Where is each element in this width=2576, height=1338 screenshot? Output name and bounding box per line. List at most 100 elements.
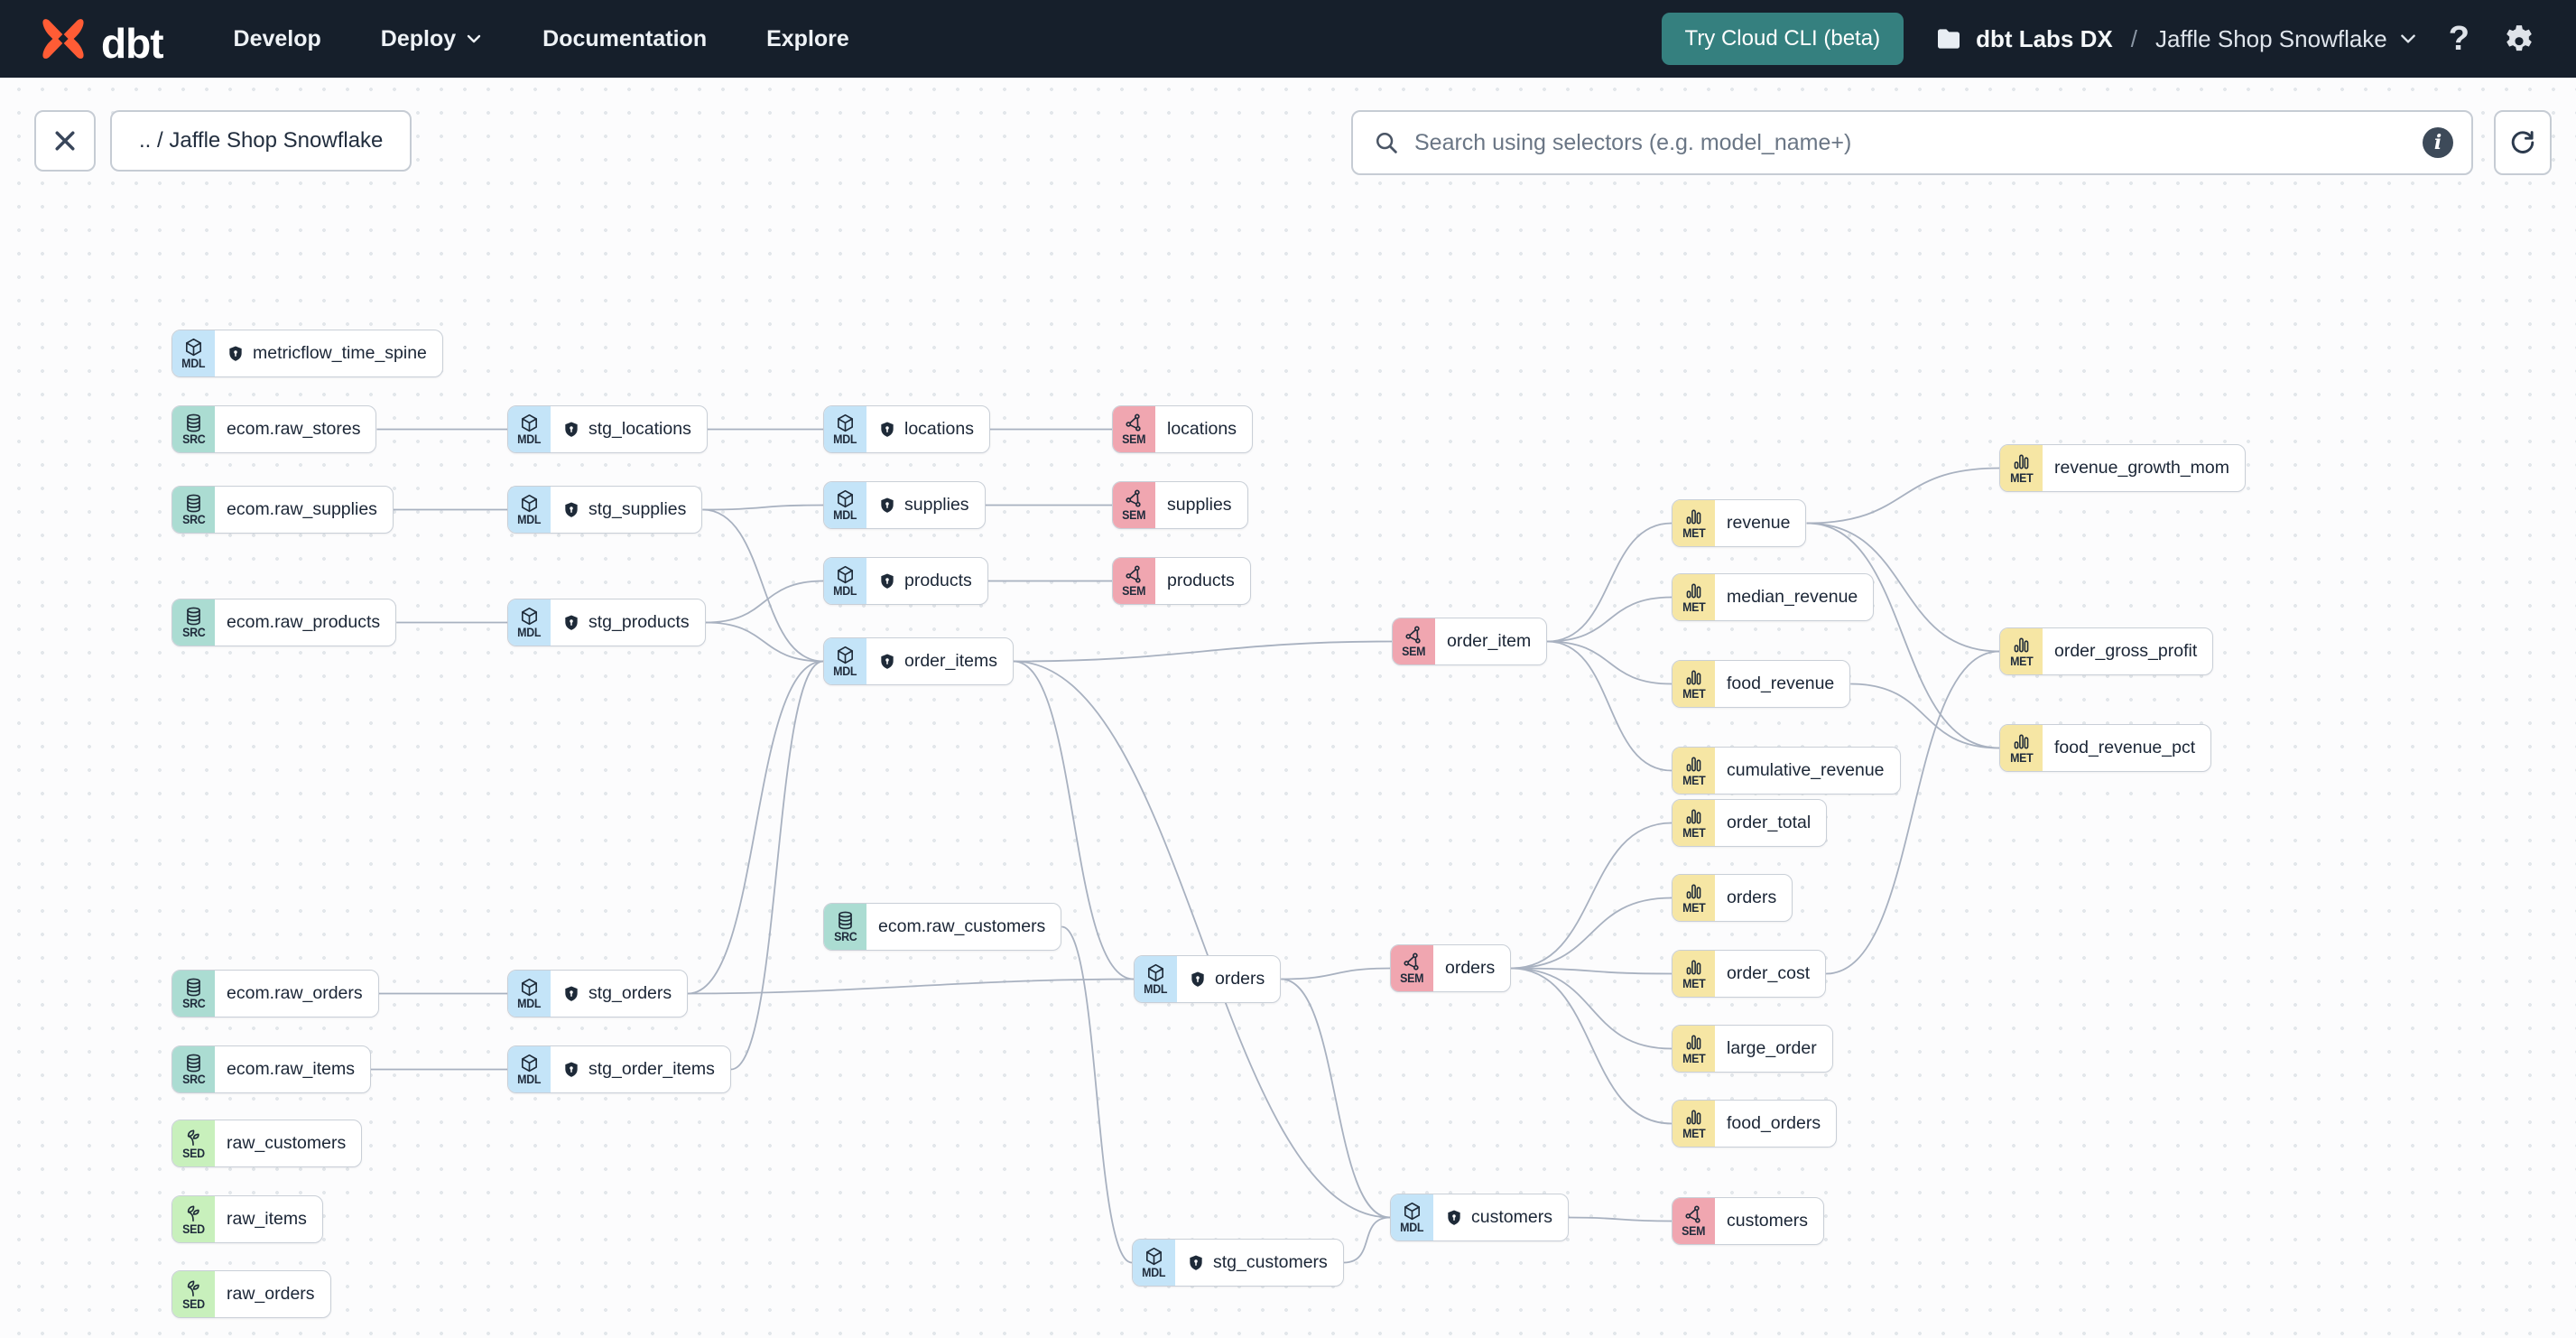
node-food_revenue[interactable]: MET food_revenue <box>1672 660 1851 708</box>
project-selector[interactable]: Jaffle Shop Snowflake <box>2155 25 2418 53</box>
node-orders_sem[interactable]: SEM orders <box>1390 944 1512 992</box>
node-products[interactable]: MDL products <box>823 557 988 605</box>
node-type-badge: SED <box>172 1120 215 1166</box>
database-icon <box>183 493 204 514</box>
node-type-badge: MDL <box>508 406 551 452</box>
node-stg_products[interactable]: MDL stg_products <box>507 599 706 646</box>
nav-link-develop[interactable]: Develop <box>233 25 321 51</box>
database-icon <box>183 606 204 627</box>
node-locations_sem[interactable]: SEM locations <box>1112 405 1253 453</box>
node-raw_items[interactable]: SED raw_items <box>171 1195 323 1243</box>
cube-icon <box>1402 1201 1422 1222</box>
node-src_customers[interactable]: SRC ecom.raw_customers <box>823 903 1062 951</box>
node-food_orders[interactable]: MET food_orders <box>1672 1100 1838 1148</box>
settings-gear-button[interactable] <box>2500 20 2538 58</box>
node-large_order[interactable]: MET large_order <box>1672 1025 1833 1073</box>
node-src_stores[interactable]: SRC ecom.raw_stores <box>171 405 377 453</box>
node-type-badge: MDL <box>1133 1240 1175 1286</box>
dbt-logo[interactable]: dbt <box>38 14 164 64</box>
shield-icon <box>878 497 896 515</box>
node-order_item_sem[interactable]: SEM order_item <box>1392 618 1548 665</box>
node-type-badge: SED <box>172 1271 215 1317</box>
node-stg_customers[interactable]: MDL stg_customers <box>1132 1239 1344 1287</box>
node-orders_met[interactable]: MET orders <box>1672 874 1793 922</box>
node-label: cumulative_revenue <box>1727 760 1885 780</box>
account-name[interactable]: dbt Labs DX <box>1976 24 2113 52</box>
share-icon <box>1404 625 1424 646</box>
nav-link-documentation[interactable]: Documentation <box>542 25 708 51</box>
cube-icon <box>835 488 856 509</box>
node-label: stg_locations <box>588 419 691 439</box>
node-label: raw_orders <box>227 1284 315 1304</box>
seedling-icon <box>183 1278 204 1298</box>
node-products_sem[interactable]: SEM products <box>1112 557 1251 605</box>
node-label: stg_orders <box>588 983 672 1003</box>
node-cumulative_revenue[interactable]: MET cumulative_revenue <box>1672 747 1901 794</box>
lineage-breadcrumb[interactable]: .. / Jaffle Shop Snowflake <box>110 110 412 172</box>
cube-icon <box>1144 1246 1164 1267</box>
node-supplies_sem[interactable]: SEM supplies <box>1112 481 1248 529</box>
node-type-badge: MET <box>1673 1101 1715 1147</box>
node-label: raw_customers <box>227 1133 347 1153</box>
database-icon <box>183 413 204 433</box>
nav-link-explore[interactable]: Explore <box>766 25 849 51</box>
node-supplies[interactable]: MDL supplies <box>823 481 986 529</box>
node-metricflow_time_spine[interactable]: MDL metricflow_time_spine <box>171 330 443 377</box>
node-food_revenue_pct[interactable]: MET food_revenue_pct <box>1999 724 2212 772</box>
node-customers_mdl[interactable]: MDL customers <box>1390 1194 1569 1241</box>
close-lineage-button[interactable] <box>34 110 96 172</box>
project-breadcrumb: dbt Labs DX / Jaffle Shop Snowflake <box>1934 24 2418 53</box>
node-src_items[interactable]: SRC ecom.raw_items <box>171 1045 371 1093</box>
node-revenue[interactable]: MET revenue <box>1672 499 1807 547</box>
node-stg_order_items[interactable]: MDL stg_order_items <box>507 1045 731 1093</box>
cube-icon <box>1145 962 1166 983</box>
node-type-tag: MET <box>2009 470 2034 485</box>
node-type-badge: MET <box>1673 875 1715 921</box>
node-label: large_order <box>1727 1038 1817 1058</box>
node-type-tag: MDL <box>833 507 857 522</box>
node-order_items[interactable]: MDL order_items <box>823 637 1014 685</box>
node-src_products[interactable]: SRC ecom.raw_products <box>171 599 397 646</box>
refresh-button[interactable] <box>2494 110 2552 175</box>
node-type-tag: SRC <box>833 929 857 943</box>
node-type-badge: SEM <box>1113 406 1155 452</box>
shield-icon <box>878 572 896 590</box>
node-order_gross_profit[interactable]: MET order_gross_profit <box>1999 627 2214 675</box>
node-customers_sem[interactable]: SEM customers <box>1672 1197 1824 1245</box>
node-median_revenue[interactable]: MET median_revenue <box>1672 573 1875 621</box>
node-stg_locations[interactable]: MDL stg_locations <box>507 405 708 453</box>
node-orders_mdl[interactable]: MDL orders <box>1134 955 1282 1003</box>
node-src_orders[interactable]: SRC ecom.raw_orders <box>171 970 379 1017</box>
node-label: order_item <box>1447 631 1532 651</box>
help-button[interactable]: ? <box>2448 20 2469 58</box>
node-label: food_revenue_pct <box>2054 738 2196 757</box>
gear-icon <box>2507 25 2532 51</box>
node-revenue_growth_mom[interactable]: MET revenue_growth_mom <box>1999 444 2247 492</box>
node-type-tag: SEM <box>1122 583 1146 598</box>
try-cloud-cli-button[interactable]: Try Cloud CLI (beta) <box>1661 13 1904 65</box>
node-type-badge: MET <box>1673 574 1715 620</box>
node-type-badge: MDL <box>824 558 866 604</box>
node-label: revenue_growth_mom <box>2054 458 2230 478</box>
node-src_supplies[interactable]: SRC ecom.raw_supplies <box>171 486 394 534</box>
share-icon <box>1683 1204 1704 1225</box>
node-raw_orders[interactable]: SED raw_orders <box>171 1270 331 1318</box>
node-type-tag: MDL <box>833 432 857 446</box>
node-stg_supplies[interactable]: MDL stg_supplies <box>507 486 703 534</box>
node-order_cost[interactable]: MET order_cost <box>1672 950 1827 998</box>
node-raw_customers[interactable]: SED raw_customers <box>171 1120 363 1167</box>
node-label: metricflow_time_spine <box>253 343 427 363</box>
node-locations[interactable]: MDL locations <box>823 405 990 453</box>
node-type-tag: MET <box>1682 976 1706 990</box>
info-icon[interactable]: i <box>2423 127 2453 158</box>
node-type-tag: SRC <box>181 625 206 639</box>
bar-chart-icon <box>1683 806 1704 827</box>
node-stg_orders[interactable]: MDL stg_orders <box>507 970 689 1017</box>
node-type-badge: SRC <box>172 599 215 646</box>
node-label: ecom.raw_items <box>227 1059 355 1079</box>
node-type-tag: SED <box>182 1146 205 1160</box>
search-input[interactable] <box>1414 129 2408 156</box>
node-order_total[interactable]: MET order_total <box>1672 799 1828 847</box>
nav-link-deploy[interactable]: Deploy <box>381 26 483 52</box>
